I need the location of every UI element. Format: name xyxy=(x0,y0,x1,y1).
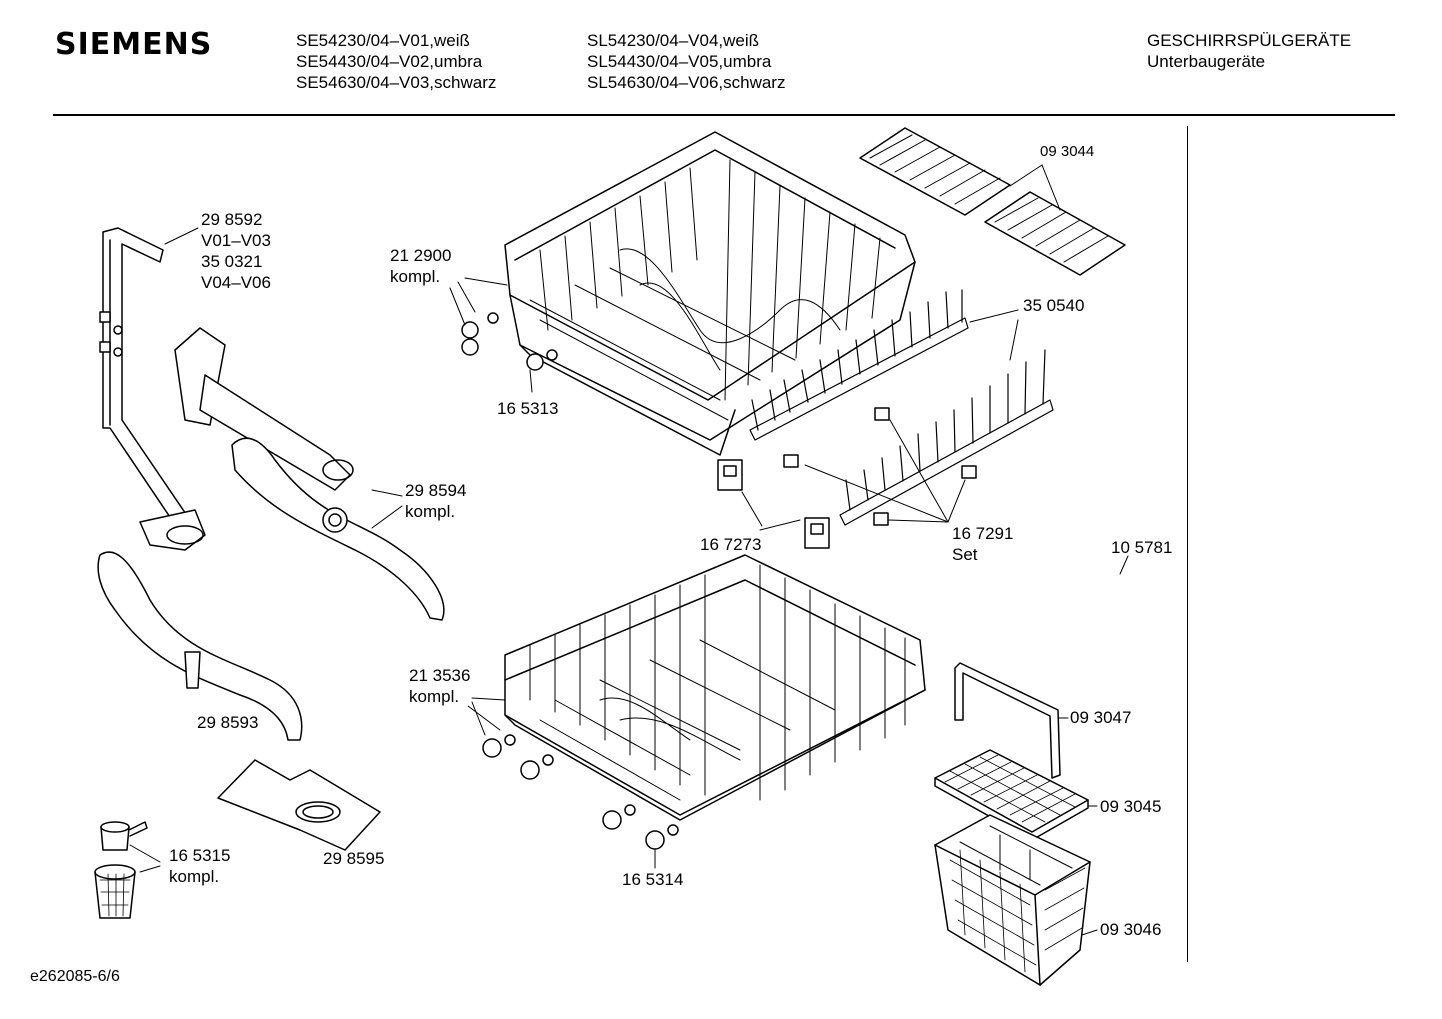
side-divider xyxy=(1187,126,1188,962)
product-category: GESCHIRRSPÜLGERÄTE Unterbaugeräte xyxy=(1147,30,1351,72)
category-title: GESCHIRRSPÜLGERÄTE xyxy=(1147,31,1352,50)
filter-plate xyxy=(217,759,381,851)
header-divider xyxy=(53,114,1395,116)
part-number: 21 3536 xyxy=(409,666,471,685)
model-line: SE54230/04–V01,weiß xyxy=(296,31,470,50)
spray-arm-connector xyxy=(174,327,354,491)
model-line: SL54630/04–V06,schwarz xyxy=(587,73,786,92)
model-list-sl: SL54230/04–V04,weiß SL54430/04–V05,umbra… xyxy=(587,30,785,93)
part-number: 35 0321 xyxy=(201,252,263,271)
label-105781: 10 5781 xyxy=(1111,538,1173,557)
upper-basket xyxy=(461,131,916,456)
part-variant: V01–V03 xyxy=(201,231,271,250)
part-note: kompl. xyxy=(169,867,220,886)
lower-spray-arm xyxy=(97,551,303,741)
part-number: 29 8594 xyxy=(405,481,467,500)
label-165314: 16 5314 xyxy=(622,870,684,889)
label-298592: 29 8592 V01–V03 35 0321 V04–V06 xyxy=(201,209,271,293)
part-number: 21 2900 xyxy=(390,246,452,265)
part-number: 16 5315 xyxy=(169,846,231,865)
label-167273: 16 7273 xyxy=(700,535,762,554)
folding-tine-rows xyxy=(749,289,1054,526)
label-167291: 16 7291 Set xyxy=(952,523,1013,565)
label-165313: 16 5313 xyxy=(497,399,559,418)
label-298593: 29 8593 xyxy=(197,713,259,732)
spray-supply-pipe xyxy=(99,227,206,551)
cup-rack-inserts xyxy=(859,127,1126,276)
filter-assembly xyxy=(94,821,148,919)
label-093046: 09 3046 xyxy=(1100,920,1162,939)
label-298594: 29 8594 kompl. xyxy=(405,480,466,522)
part-note: Set xyxy=(952,545,978,564)
siemens-logo: SIEMENS xyxy=(55,27,213,62)
label-093045: 09 3045 xyxy=(1100,797,1162,816)
document-id: e262085-6/6 xyxy=(30,968,120,985)
upper-spray-arm xyxy=(231,437,445,621)
label-093047: 09 3047 xyxy=(1070,708,1132,727)
part-note: kompl. xyxy=(409,687,460,706)
model-list-se: SE54230/04–V01,weiß SE54430/04–V02,umbra… xyxy=(296,30,496,93)
cutlery-basket-handle xyxy=(954,662,1061,779)
label-212900: 21 2900 kompl. xyxy=(390,245,451,287)
part-number: 16 7291 xyxy=(952,524,1014,543)
model-line: SL54430/04–V05,umbra xyxy=(587,52,772,71)
cutlery-basket xyxy=(934,814,1091,986)
lower-basket xyxy=(482,554,926,850)
part-variant: V04–V06 xyxy=(201,273,271,292)
label-298595: 29 8595 xyxy=(323,849,385,868)
label-165315: 16 5315 kompl. xyxy=(169,845,230,887)
category-subtitle: Unterbaugeräte xyxy=(1147,52,1266,71)
label-093044: 09 3044 xyxy=(1040,143,1095,160)
part-number: 29 8592 xyxy=(201,210,263,229)
leader-lines xyxy=(129,164,1129,936)
rack-clips xyxy=(717,407,977,549)
model-line: SE54430/04–V02,umbra xyxy=(296,52,483,71)
part-note: kompl. xyxy=(390,267,441,286)
model-line: SE54630/04–V03,schwarz xyxy=(296,73,497,92)
part-note: kompl. xyxy=(405,502,456,521)
model-line: SL54230/04–V04,weiß xyxy=(587,31,760,50)
label-213536: 21 3536 kompl. xyxy=(409,665,470,707)
label-350540: 35 0540 xyxy=(1023,296,1085,315)
